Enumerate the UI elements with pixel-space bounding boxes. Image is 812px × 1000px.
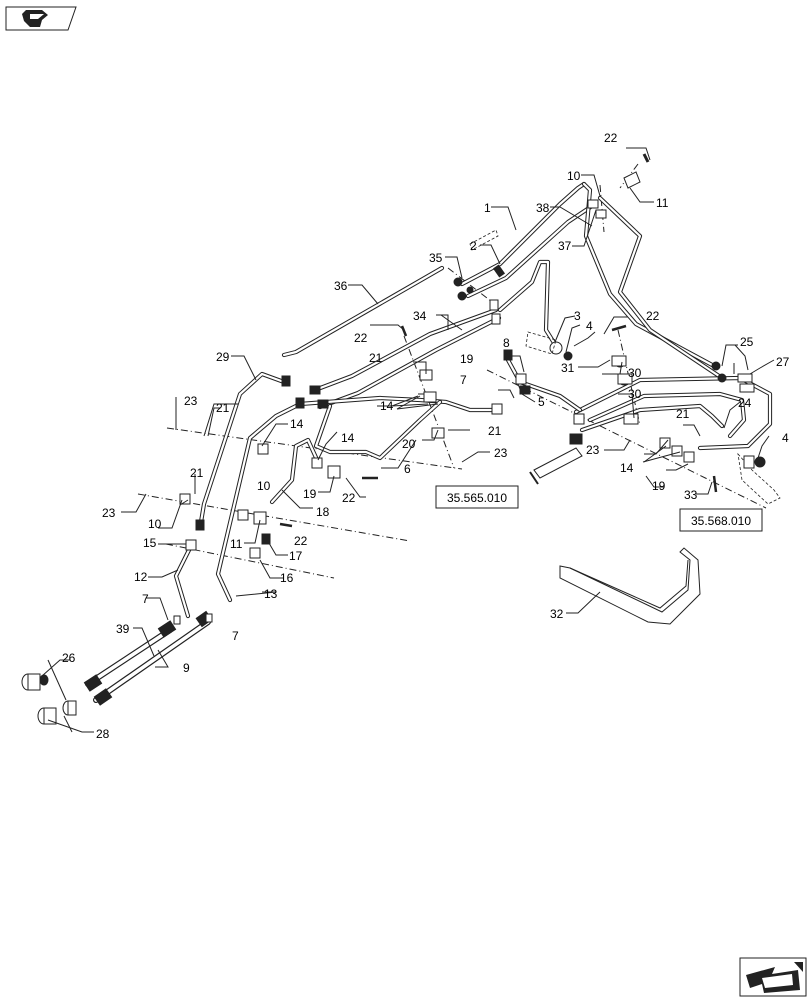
callout: 21 xyxy=(676,407,690,421)
callout: 22 xyxy=(646,309,660,323)
fittings xyxy=(173,153,781,625)
callout: 33 xyxy=(684,488,698,502)
callout: 10 xyxy=(567,169,581,183)
callout: 19 xyxy=(652,479,666,493)
hydraulic-lines xyxy=(173,181,773,619)
callout: 14 xyxy=(341,431,355,445)
end-caps xyxy=(21,673,77,725)
callout-labels: 1 2 3 4 4 5 6 7 7 7 8 9 10 10 10 11 11 1… xyxy=(62,131,790,741)
callout: 22 xyxy=(294,534,308,548)
callout: 19 xyxy=(303,487,317,501)
callout: 16 xyxy=(280,571,294,585)
callout: 13 xyxy=(264,587,278,601)
callout: 5 xyxy=(538,395,545,409)
callout: 19 xyxy=(460,352,474,366)
callout: 6 xyxy=(404,462,411,476)
callout: 32 xyxy=(550,607,564,621)
callout: 18 xyxy=(316,505,330,519)
callout: 11 xyxy=(230,537,243,551)
callout: 36 xyxy=(334,279,348,293)
leader-lines xyxy=(41,147,775,733)
callout: 20 xyxy=(402,437,416,451)
callout: 34 xyxy=(413,309,427,323)
reference-box-35-565-010[interactable]: 35.565.010 xyxy=(435,485,519,509)
callout: 22 xyxy=(354,331,368,345)
callout: 22 xyxy=(604,131,618,145)
callout: 23 xyxy=(494,446,508,460)
callout: 7 xyxy=(142,592,149,606)
reference-text: 35.565.010 xyxy=(447,491,507,505)
callout: 27 xyxy=(776,355,790,369)
callout: 30 xyxy=(628,387,642,401)
next-page-arrow-icon[interactable] xyxy=(739,957,807,997)
callout: 9 xyxy=(183,661,190,675)
callout: 26 xyxy=(62,651,76,665)
callout: 14 xyxy=(290,417,304,431)
callout: 25 xyxy=(740,335,754,349)
callout: 7 xyxy=(460,373,467,387)
callout: 23 xyxy=(184,394,198,408)
callout: 28 xyxy=(96,727,110,741)
callout: 22 xyxy=(342,491,356,505)
callout: 21 xyxy=(369,351,383,365)
callout: 24 xyxy=(738,396,752,410)
channel-32 xyxy=(559,547,701,625)
callout: 21 xyxy=(216,401,230,415)
callout: 39 xyxy=(116,622,130,636)
callout: 30 xyxy=(628,366,642,380)
reference-box-35-568-010[interactable]: 35.568.010 xyxy=(679,508,763,532)
book-pages-icon[interactable] xyxy=(5,6,77,31)
callout: 21 xyxy=(488,424,502,438)
callout: 23 xyxy=(102,506,116,520)
callout: 31 xyxy=(561,361,575,375)
callout: 12 xyxy=(134,570,148,584)
callout: 1 xyxy=(484,201,491,215)
hoses xyxy=(83,610,213,706)
callout: 8 xyxy=(503,336,510,350)
callout: 23 xyxy=(586,443,600,457)
callout: 4 xyxy=(586,319,593,333)
callout: 2 xyxy=(470,239,477,253)
callout: 4 xyxy=(782,431,789,445)
callout: 37 xyxy=(558,239,572,253)
callout: 14 xyxy=(620,461,634,475)
callout: 10 xyxy=(257,479,271,493)
callout: 10 xyxy=(148,517,162,531)
callout: 3 xyxy=(574,309,581,323)
callout: 7 xyxy=(232,629,239,643)
callout: 11 xyxy=(656,196,669,210)
callout: 15 xyxy=(143,536,157,550)
callout: 35 xyxy=(429,251,443,265)
callout: 14 xyxy=(380,399,394,413)
callout: 29 xyxy=(216,350,230,364)
reference-text: 35.568.010 xyxy=(691,514,751,528)
callout: 21 xyxy=(190,466,204,480)
callout: 17 xyxy=(289,549,303,563)
callout: 38 xyxy=(536,201,550,215)
